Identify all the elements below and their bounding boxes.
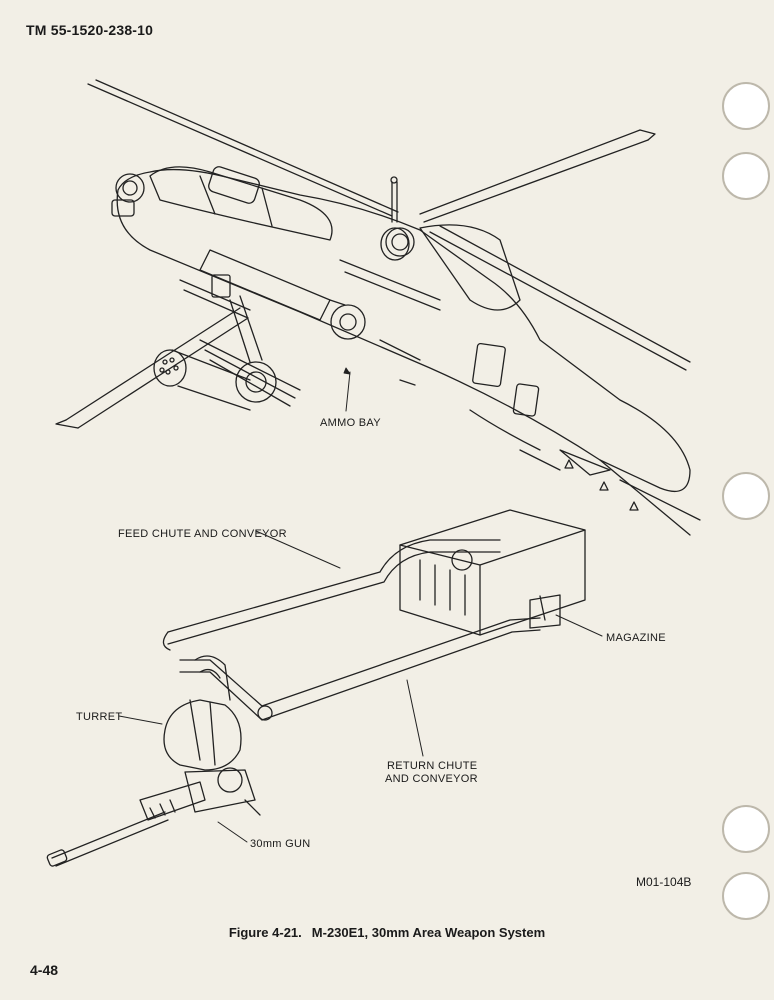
callout-turret: TURRET bbox=[76, 711, 122, 723]
callout-30mm-gun: 30mm GUN bbox=[250, 838, 310, 850]
figure-caption: Figure 4-21. M-230E1, 30mm Area Weapon Sy… bbox=[0, 925, 774, 940]
figure-code: M01-104B bbox=[636, 875, 692, 889]
binder-hole bbox=[722, 472, 770, 520]
document-id: TM 55-1520-238-10 bbox=[26, 22, 154, 38]
leader-lines bbox=[118, 367, 603, 843]
binder-hole bbox=[722, 82, 770, 130]
binder-hole bbox=[722, 872, 770, 920]
binder-hole bbox=[722, 152, 770, 200]
callout-return-chute-line2: AND CONVEYOR bbox=[385, 773, 478, 785]
callout-return-chute-line1: RETURN CHUTE bbox=[387, 760, 477, 772]
figure-title: M-230E1, 30mm Area Weapon System bbox=[311, 925, 546, 940]
callout-magazine: MAGAZINE bbox=[606, 632, 666, 644]
page-number: 4-48 bbox=[30, 962, 59, 978]
callout-feed-chute: FEED CHUTE AND CONVEYOR bbox=[118, 528, 287, 540]
chute-system-drawing bbox=[46, 509, 586, 867]
helicopter-drawing bbox=[55, 79, 701, 536]
figure-number: Figure 4-21. bbox=[228, 925, 302, 940]
binder-hole bbox=[722, 805, 770, 853]
callout-ammo-bay: AMMO BAY bbox=[320, 417, 381, 429]
